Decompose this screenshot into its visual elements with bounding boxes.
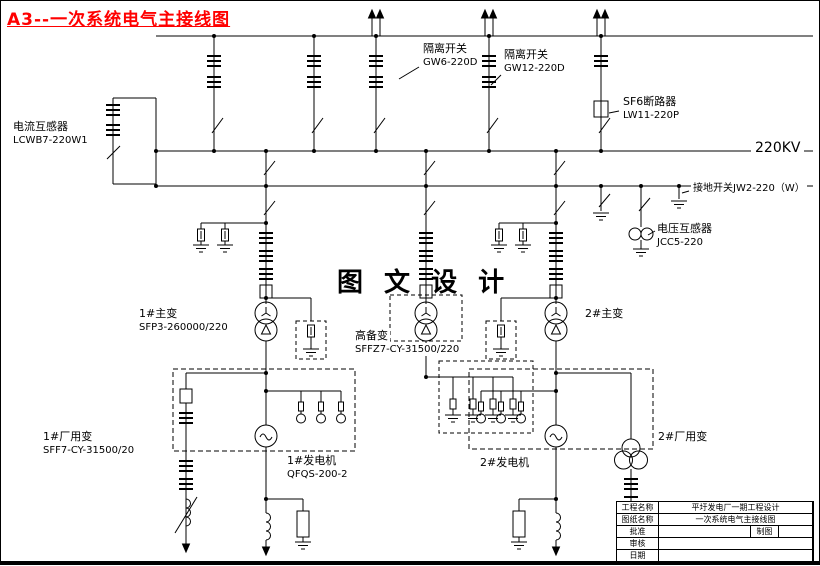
review-label: 审核 [617,538,659,550]
feeder-column-2 [306,36,324,151]
isolator-switch-1-label: 隔离开关 GW6-220D [423,42,477,69]
standby-aux-feeders [444,377,522,423]
page-title: A3--一次系统电气主接线图 [7,10,231,30]
standby-transformer-label: 高备变 SFFZ7-CY-31500/220 [353,329,462,357]
ground-switch-label: 接地开关JW2-220（W） [691,182,807,195]
title-block: 工程名称 平圩发电厂一期工程设计 图纸名称 一次系统电气主接线图 批准 制图 审… [616,501,814,562]
date-label: 日期 [617,550,659,562]
plant-transformer-2-symbol [614,438,648,470]
standby-transformer-label-line1: 高备变 [353,329,390,344]
feeder-column-1 [206,36,224,151]
main-transformer-1-label-line2: SFP3-260000/220 [139,322,228,334]
isolator-switch-2-label-line2: GW12-220D [504,63,565,75]
standby-transformer-label-line2: SFFZ7-CY-31500/220 [353,343,462,357]
voltage-transformer-label: 电压互感器 JCC5-220 [657,222,712,249]
standby-transformer-branch [389,151,534,434]
drawing-name-value: 一次系统电气主接线图 [659,514,813,526]
approve-value [659,526,751,538]
main-transformer-2-branch [485,151,568,425]
isolator-switch-1-label-line2: GW6-220D [423,57,478,69]
drawing-name-label: 图纸名称 [617,514,659,526]
current-transformer-label-line2: LCWB7-220W1 [13,135,88,147]
sf6-breaker-label: SF6断路器 LW11-220P [623,95,679,122]
main-transformer-1-symbol [254,301,278,342]
generator-1-symbol [254,424,278,448]
sf6-breaker-label-line1: SF6断路器 [623,95,677,108]
main-transformer-1-label: 1#主变 SFP3-260000/220 [139,307,228,334]
generator-2-unit [468,368,654,553]
feeder-column-4 [481,9,499,151]
current-transformer-label-line1: 电流互感器 [13,120,68,133]
generator-1-label: 1#发电机 QFQS-200-2 [287,454,348,481]
generator-1-neutral-equipment [262,447,312,556]
plant-transformer-1-label-line2: SFF7-CY-31500/20 [43,445,135,457]
sf6-breaker-symbol [593,100,609,118]
bus-voltage-label: 220KV [751,140,805,156]
voltage-transformer-symbol [628,186,654,257]
isolator-switch-2-label: 隔离开关 GW12-220D [504,48,565,75]
draft-label: 制图 [751,526,779,538]
junction-dots [154,34,681,501]
main-transformer-1-branch [192,151,327,425]
bus-earthing-drop [592,186,611,221]
project-name-label: 工程名称 [617,502,659,514]
generator-2-symbol [544,424,568,448]
current-transformer-label: 电流互感器 LCWB7-220W1 [13,120,88,147]
generator-2-neutral-equipment [510,447,561,556]
project-name-value: 平圩发电厂一期工程设计 [659,502,813,514]
feeder-column-3 [368,9,386,151]
generator-1-label-line2: QFQS-200-2 [287,469,348,481]
sf6-breaker-label-line2: LW11-220P [623,110,679,122]
label-leaders [398,66,690,236]
bus-lines [156,35,813,187]
feeder-column-5 [593,9,611,151]
generator-2-label: 2#发电机 [480,456,530,469]
left-current-transformer-symbol [105,97,157,186]
ground-switch-symbol [670,186,688,209]
voltage-transformer-label-line2: JCC5-220 [657,237,703,249]
watermark-text: 图 文 设 计 [337,268,511,298]
plant-transformer-1-label-line1: 1#厂用变 [43,430,93,443]
main-transformer-1-label-line1: 1#主变 [139,307,178,320]
voltage-transformer-label-line1: 电压互感器 [657,222,712,235]
plant-transformer-2-label: 2#厂用变 [658,430,708,443]
review-value [659,538,813,550]
main-transformer-2-symbol [544,301,568,342]
generator-1-label-line1: 1#发电机 [287,454,337,467]
main-transformer-2-label: 2#主变 [585,307,624,320]
draft-value [779,526,813,538]
generator-1-unit [172,368,356,553]
plant-transformer-1-label: 1#厂用变 SFF7-CY-31500/20 [43,430,134,457]
date-value [659,550,813,562]
isolator-switch-1-label-line1: 隔离开关 [423,42,467,55]
isolator-switch-2-label-line1: 隔离开关 [504,48,548,61]
approve-label: 批准 [617,526,659,538]
